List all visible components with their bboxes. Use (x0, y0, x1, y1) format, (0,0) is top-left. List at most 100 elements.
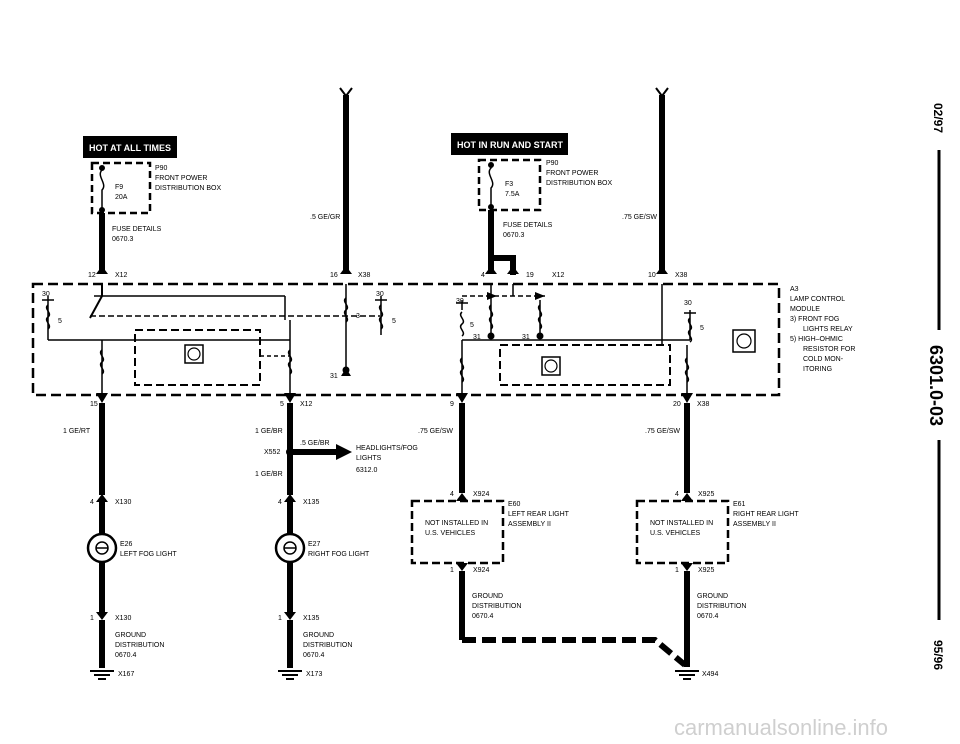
fuse-box-left-line2: DISTRIBUTION BOX (155, 185, 221, 192)
rear-right-line1: RIGHT REAR LIGHT (733, 511, 799, 518)
wire-label-7: .75 GE/SW (418, 428, 453, 435)
wire-label-4: 1 GE/BR (255, 428, 283, 435)
headlights-ref-line1: HEADLIGHTS/FOG (356, 445, 418, 452)
pin-16: 16 (330, 272, 338, 279)
wire-label-6: 1 GE/BR (255, 471, 283, 478)
ground-e60-line1: GROUND (472, 593, 503, 600)
rear-left-name: E60 (508, 501, 521, 508)
lamp-left-desc: LEFT FOG LIGHT (120, 551, 177, 558)
connector-x173: X173 (306, 671, 322, 678)
connector-x38-bot: X38 (697, 401, 710, 408)
lamp-right-name: E27 (308, 541, 321, 548)
pin-9: 9 (450, 401, 454, 408)
rear-right-not-installed-2: U.S. VEHICLES (650, 530, 701, 537)
pin-4b: 4 (90, 499, 94, 506)
ground-e61-line2: DISTRIBUTION (697, 603, 746, 610)
headlights-ref-line2: LIGHTS (356, 455, 382, 462)
module-pin-d30: 30 (684, 300, 692, 307)
module-pin-c5: 5 (470, 322, 474, 329)
connector-x552: X552 (264, 449, 280, 456)
pin-15: 15 (90, 401, 98, 408)
module-line8: ITORING (803, 366, 832, 373)
module-pin-b5: 5 (392, 318, 396, 325)
wire-label-8: .75 GE/SW (645, 428, 680, 435)
ground-right-line1: GROUND (303, 632, 334, 639)
watermark: carmanualsonline.info (674, 715, 888, 740)
lamp-right-desc: RIGHT FOG LIGHT (308, 551, 370, 558)
header-hot-at-all-times: HOT AT ALL TIMES (89, 143, 171, 153)
ground-e61-line3: 0670.4 (697, 613, 719, 620)
rear-left-line2: ASSEMBLY II (508, 521, 551, 528)
lamp-left-name: E26 (120, 541, 133, 548)
fuse-details-left-line2: 0670.3 (112, 236, 134, 243)
pin-1a: 1 (90, 615, 94, 622)
ground-left-line2: DISTRIBUTION (115, 642, 164, 649)
fuse-box-left-name: P90 (155, 165, 168, 172)
fuse-box-right-line1: FRONT POWER (546, 170, 598, 177)
wire-label-2: .75 GE/SW (622, 214, 657, 221)
connector-x167: X167 (118, 671, 134, 678)
ground-e61-line1: GROUND (697, 593, 728, 600)
rear-right-not-installed-1: NOT INSTALLED IN (650, 520, 713, 527)
module-line6: RESISTOR FOR (803, 346, 855, 353)
fuse-box-left-line1: FRONT POWER (155, 175, 207, 182)
side-date-top: 02/97 (931, 103, 945, 133)
fuse-right-id: F3 (505, 181, 513, 188)
pin-4c: 4 (278, 499, 282, 506)
module-pin-c31: 31 (473, 334, 481, 341)
fuse-box-right-name: P90 (546, 160, 559, 167)
module-line7: COLD MON- (803, 356, 844, 363)
ground-right-line3: 0670.4 (303, 652, 325, 659)
module-pin-b31: 31 (330, 373, 338, 380)
wire-label-3: 1 GE/RT (63, 428, 91, 435)
side-date-bottom: 95/96 (931, 640, 945, 670)
module-line4: LIGHTS RELAY (803, 326, 853, 333)
module-pin-b3: 3 (356, 313, 360, 320)
fuse-details-right-line1: FUSE DETAILS (503, 222, 553, 229)
pin-4a: 4 (481, 272, 485, 279)
rear-left-not-installed-1: NOT INSTALLED IN (425, 520, 488, 527)
pin-20: 20 (673, 401, 681, 408)
connector-x135-bot: X135 (303, 615, 319, 622)
connector-x12-bot: X12 (300, 401, 313, 408)
module-pin-c31b: 31 (522, 334, 530, 341)
ground-e60-line2: DISTRIBUTION (472, 603, 521, 610)
side-page-code: 6301.0-03 (926, 345, 946, 426)
headlights-ref-line3: 6312.0 (356, 467, 378, 474)
connector-x924-bot: X924 (473, 567, 489, 574)
connector-x12-top: X12 (115, 272, 128, 279)
fuse-details-left-line1: FUSE DETAILS (112, 226, 162, 233)
rear-right-name: E61 (733, 501, 746, 508)
pin-4d: 4 (450, 491, 454, 498)
pin-4e: 4 (675, 491, 679, 498)
pin-10: 10 (648, 272, 656, 279)
module-pin-d5: 5 (700, 325, 704, 332)
ground-left-line1: GROUND (115, 632, 146, 639)
connector-x38-mid: X38 (675, 272, 688, 279)
module-line3: 3) FRONT FOG (790, 316, 839, 323)
rear-left-not-installed-2: U.S. VEHICLES (425, 530, 476, 537)
connector-x924-top: X924 (473, 491, 489, 498)
pin-5: 5 (280, 401, 284, 408)
connector-x130-bot: X130 (115, 615, 131, 622)
connector-x38-top: X38 (358, 272, 371, 279)
module-pin-a30: 30 (42, 291, 50, 298)
module-name: A3 (790, 286, 799, 293)
module-pin-a5: 5 (58, 318, 62, 325)
pin-1d: 1 (675, 567, 679, 574)
pin-19: 19 (526, 272, 534, 279)
module-line1: LAMP CONTROL (790, 296, 845, 303)
header-hot-in-run-and-start: HOT IN RUN AND START (457, 140, 563, 150)
connector-x925-top: X925 (698, 491, 714, 498)
ground-e60-line3: 0670.4 (472, 613, 494, 620)
rear-left-line1: LEFT REAR LIGHT (508, 511, 570, 518)
fuse-details-right-line2: 0670.3 (503, 232, 525, 239)
fuse-box-right-line2: DISTRIBUTION BOX (546, 180, 612, 187)
ground-left-line3: 0670.4 (115, 652, 137, 659)
fuse-right-rating: 7.5A (505, 191, 520, 198)
connector-x12-mid: X12 (552, 272, 565, 279)
pin-12: 12 (88, 272, 96, 279)
connector-x925-bot: X925 (698, 567, 714, 574)
module-line5: 5) HIGH–OHMIC (790, 336, 843, 343)
